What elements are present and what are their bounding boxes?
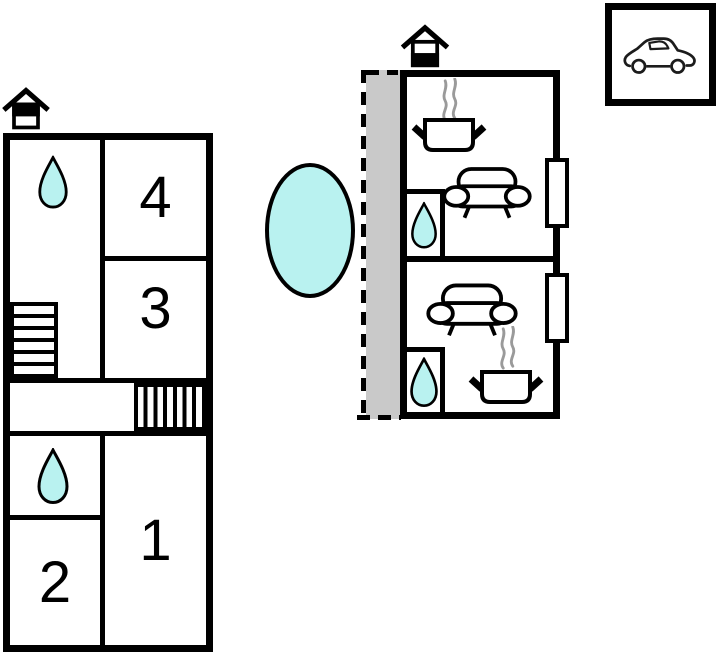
room-2: 2 [10,520,100,645]
cooking-pot-icon [411,114,487,154]
room-1: 1 [105,436,206,645]
wall [100,436,105,645]
water-drop-icon [36,154,70,212]
terrace-dashed-edge [361,70,366,421]
room-label: 4 [139,165,172,230]
wall [100,140,105,381]
terrace-dashed-edge [357,415,401,420]
room-label: 3 [139,275,172,341]
window [545,158,569,228]
wall [440,189,445,256]
house-upper-level-icon [2,85,50,133]
water-drop-icon [409,199,439,253]
wall [10,515,105,520]
room-label: 1 [139,507,172,573]
terrace-dashed-edge [366,70,398,75]
steam-icon [495,326,521,370]
room-label: 2 [38,549,72,615]
wall [103,256,206,261]
wall [10,431,206,436]
staircase-hatch [134,383,206,431]
water-drop-icon [408,356,440,410]
stairs-icon [10,302,58,378]
main-house-outline: 4 3 1 2 [3,133,213,652]
pool [265,163,355,298]
wall [407,347,445,352]
cooking-pot-icon [468,366,544,406]
annex-outline [400,70,560,419]
terrace [366,70,400,419]
wall [10,378,206,383]
car-icon [622,32,700,78]
house-ground-level-icon [399,24,451,69]
parking-box [605,3,716,106]
wall [440,352,445,412]
window [545,273,569,343]
wall [407,189,445,194]
sofa-icon [441,166,533,220]
room-4: 4 [105,140,206,256]
wall [407,256,553,262]
room-3: 3 [105,261,206,378]
water-drop-icon [35,448,71,506]
